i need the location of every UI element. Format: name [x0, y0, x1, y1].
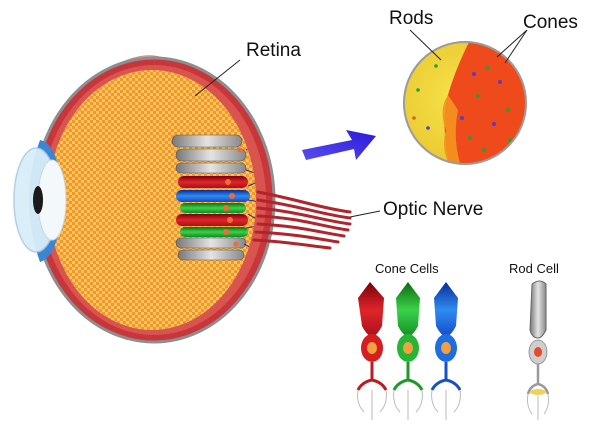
- rods-leader-line: [409, 29, 442, 61]
- retina-label: Retina: [246, 40, 301, 61]
- green-cone-cell: [392, 282, 424, 420]
- rods-label: Rods: [389, 8, 434, 29]
- optic-nerve-fibers: [252, 190, 352, 250]
- cone-cells-illustration: [356, 282, 462, 420]
- optic-nerve-leader-line: [349, 210, 381, 218]
- cones-leader-line-2: [504, 29, 528, 64]
- retina-leader-line: [194, 59, 241, 97]
- red-cone-cell: [356, 282, 388, 420]
- retina-magnified-disc: [403, 41, 527, 165]
- blue-cone-cell: [430, 282, 462, 420]
- arrow-right-icon: [302, 130, 376, 160]
- cones-leader-line-1: [496, 29, 528, 58]
- cones-label: Cones: [523, 12, 578, 33]
- cone-cells-label: Cone Cells: [375, 261, 439, 276]
- rod-cell-label: Rod Cell: [509, 261, 559, 276]
- optic-nerve-label: Optic Nerve: [383, 199, 484, 220]
- rod-cell-illustration: [526, 280, 550, 420]
- retina-cell-layer: [171, 134, 256, 261]
- eye-cross-section: [13, 55, 352, 344]
